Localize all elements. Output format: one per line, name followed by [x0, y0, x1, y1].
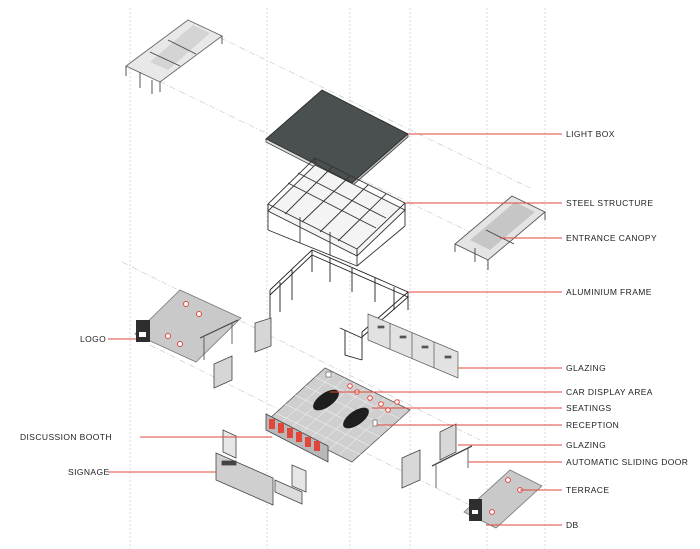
label-entrance-canopy: ENTRANCE CANOPY — [566, 233, 657, 243]
left-terrace — [134, 289, 242, 363]
right-glazing-lower — [401, 423, 473, 489]
label-glazing-lower: GLAZING — [566, 440, 606, 450]
aluminium-frame — [269, 249, 409, 361]
terrace-seats-left — [165, 301, 202, 347]
steel-structure — [267, 157, 406, 267]
top-canopy — [125, 19, 223, 94]
showroom-floor — [267, 367, 411, 463]
discussion-booth — [265, 413, 329, 463]
signage — [215, 429, 307, 506]
entrance-canopy — [454, 195, 546, 270]
label-db: DB — [566, 520, 579, 530]
left-glazing — [199, 317, 272, 389]
label-steel-structure: STEEL STRUCTURE — [566, 198, 653, 208]
label-aluminium-frame: ALUMINIUM FRAME — [566, 287, 652, 297]
right-glazing-upper — [367, 313, 459, 379]
label-car-display-area: CAR DISPLAY AREA — [566, 387, 653, 397]
label-automatic-sliding-door: AUTOMATIC SLIDING DOOR — [566, 457, 688, 467]
display-car-1 — [313, 389, 339, 411]
label-seatings: SEATINGS — [566, 403, 612, 413]
label-logo: LOGO — [80, 334, 106, 344]
labels: LIGHT BOX STEEL STRUCTURE ENTRANCE CANOP… — [20, 129, 688, 530]
label-glazing-upper: GLAZING — [566, 363, 606, 373]
label-discussion-booth: DISCUSSION BOOTH — [20, 432, 112, 442]
label-light-box: LIGHT BOX — [566, 129, 615, 139]
reception-desk — [372, 419, 378, 427]
light-box — [265, 89, 409, 187]
logo-totem — [136, 320, 150, 342]
label-reception: RECEPTION — [566, 420, 619, 430]
vertical-guide-lines — [129, 8, 546, 549]
leader-lines — [108, 133, 562, 526]
label-terrace: TERRACE — [566, 485, 609, 495]
display-car-2 — [343, 407, 369, 429]
showroom-seatings — [347, 383, 400, 413]
right-terrace — [463, 469, 543, 529]
label-signage: SIGNAGE — [68, 467, 110, 477]
